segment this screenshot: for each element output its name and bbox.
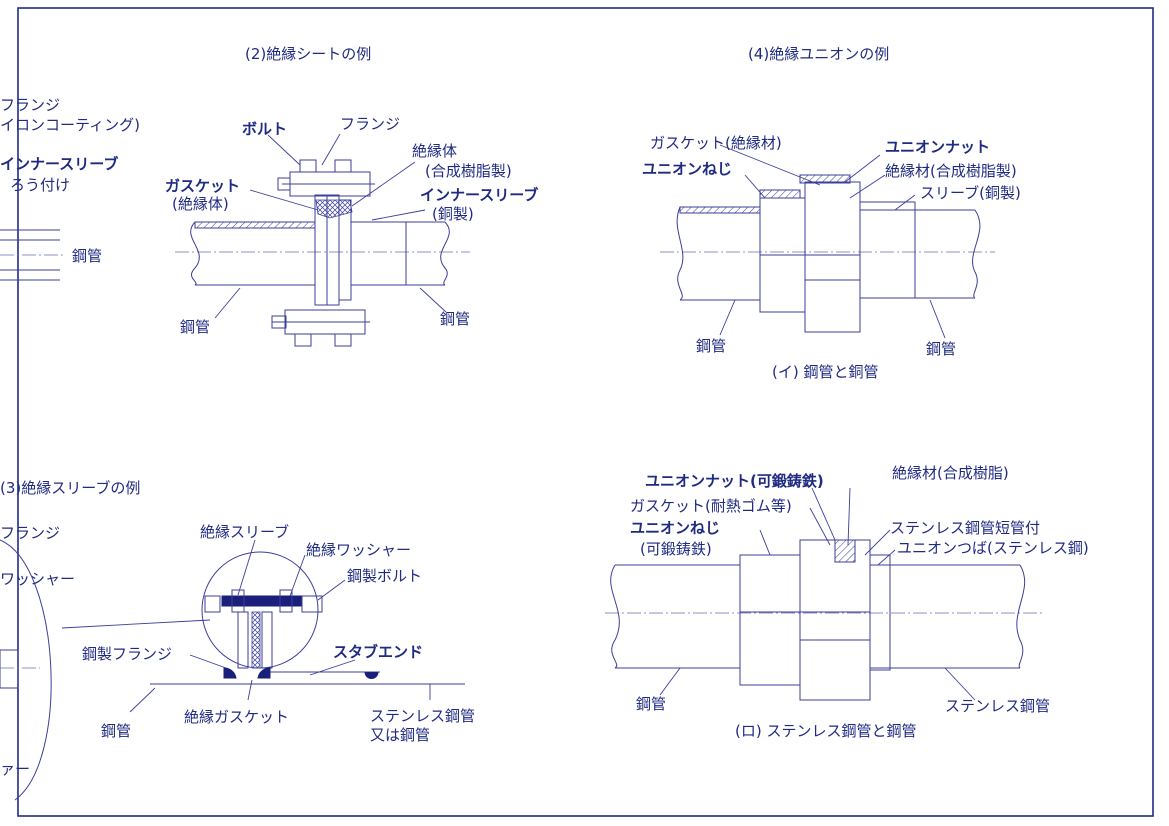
s2-gasket-insulator-label: (絶縁体) [172,195,229,213]
s1-pipe-label: 鋼管 [72,247,103,265]
s4a-caption: (イ) 鋼管と銅管 [772,363,879,381]
s4b-malleable-label: (可鍛鋳鉄) [640,540,712,558]
section2-title: (2)絶縁シートの例 [245,45,372,63]
s3-or-steel-label: 又は鋼管 [370,726,431,744]
drawing-border [17,7,1154,817]
s3-insul-sleeve-label: 絶縁スリーブ [200,523,290,541]
s3-steel-flange-label: 鋼製フランジ [82,645,173,663]
s1-lining-label: イロンコーティング) [0,116,140,134]
s3-insul-washer-label: 絶縁ワッシャー [306,541,412,559]
s3-insul-gasket-label: 絶縁ガスケット [184,708,290,726]
s4a-insulation-label: 絶縁材(合成樹脂製) [885,162,1017,180]
s4b-union-nut-label: ユニオンナット(可鍛鋳鉄) [645,472,824,490]
s4b-caption: (ロ) ステンレス鋼管と鋼管 [735,722,917,740]
s2-pipe-left-label: 鋼管 [180,318,211,336]
s4b-union-collar-label: ユニオンつば(ステンレス鋼) [897,539,1089,557]
s4b-stainless-short-label: ステンレス鋼管短管付 [890,519,1041,537]
s1-brazed-label: ろう付け [10,176,71,194]
section2-drawing [175,133,470,347]
s4a-union-nut-label: ユニオンナット [885,138,991,156]
s1-flange-label: フランジ [0,96,61,114]
s1-inner-sleeve-label: インナースリーブ [0,155,119,173]
section4a-drawing [660,144,995,339]
s2-gasket-label: ガスケット [165,177,241,195]
s4b-gasket-label: ガスケット(耐熱ゴム等) [630,497,792,515]
section4-title: (4)絶縁ユニオンの例 [748,45,890,63]
s4a-union-screw-label: ユニオンねじ [642,160,733,178]
s4a-pipe-right-label: 鋼管 [926,340,957,358]
section3-drawing [0,539,465,801]
s4b-pipe-left-label: 鋼管 [636,695,667,713]
s3-flange-partial-label: フランジ [0,524,61,542]
s2-inner-sleeve-label: インナースリーブ [420,186,539,204]
section3-title: (3)絶縁スリーブの例 [0,479,141,497]
s4b-insulation-label: 絶縁材(合成樹脂) [892,464,1009,482]
s2-copper-label: (銅製) [432,205,474,223]
s4a-sleeve-label: スリーブ(銅製) [920,184,1021,202]
s2-pipe-right-label: 鋼管 [440,310,471,328]
s3-washer-partial-label: ワッシャー [0,570,76,588]
s3-pipe-label: 鋼管 [101,722,132,740]
section4b-drawing [605,487,1045,701]
s3-stub-end-label: スタブエンド [333,643,424,661]
s3-stainless-label: ステンレス鋼管 [370,707,476,725]
section1-fragment [0,229,65,281]
s3-steel-bolt-label: 鋼製ボルト [347,567,423,585]
s4a-pipe-left-label: 鋼管 [696,337,727,355]
s2-insulator-label: 絶縁体 [412,142,458,160]
s2-resin-label: (合成樹脂製) [425,162,512,180]
s3-bottom-partial-label: ァー [0,760,31,778]
s2-flange-label: フランジ [340,115,401,133]
s4a-gasket-label: ガスケット(絶縁材) [650,134,782,152]
s4b-union-screw-label: ユニオンねじ [630,519,721,537]
s4b-pipe-right-label: ステンレス鋼管 [945,697,1051,715]
s2-bolt-label: ボルト [242,120,288,138]
